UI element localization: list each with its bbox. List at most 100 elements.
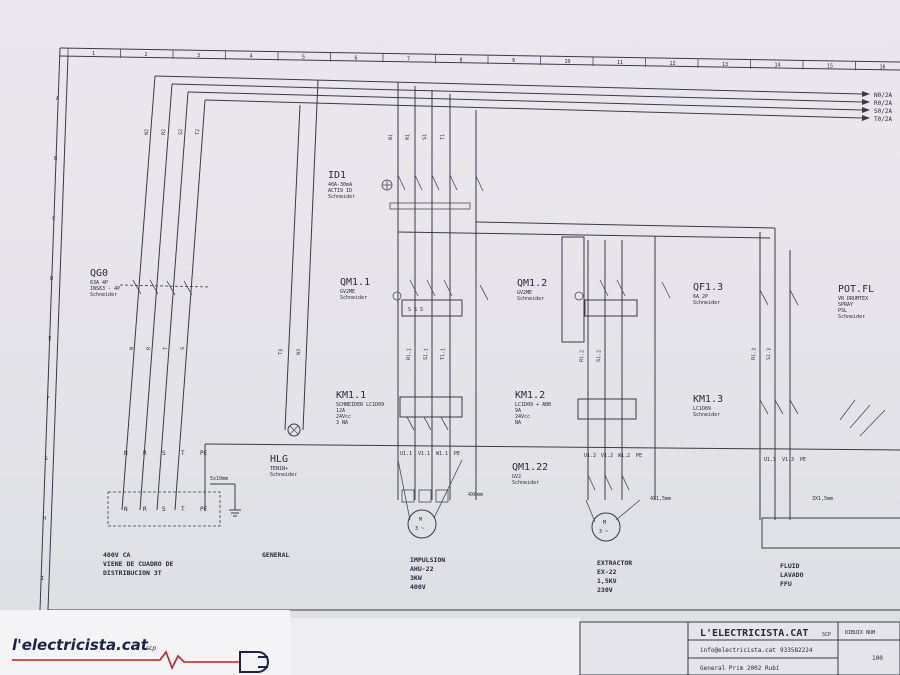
logo-card: l'electricista.cat scp [0, 610, 580, 675]
km11-spec: 24Vcc [336, 414, 351, 420]
column-number: 1 [92, 51, 95, 57]
terminal-label: W1.2 [618, 453, 630, 459]
pe-conductor: 5x10mm [204, 443, 900, 517]
wire-label: N3 [296, 349, 302, 355]
qf13-fluid-branch: QF1.3 6A 2P Schneider POT.FL VR DRUMTEX … [693, 228, 900, 549]
column-number: 12 [670, 61, 676, 67]
terminal-label: W1.1 [436, 451, 448, 457]
qf13-spec: 6A 2P [693, 294, 708, 300]
wire-label: T1.1 [440, 348, 446, 360]
wire-label: R2 [161, 129, 167, 135]
company-suffix: SCP [822, 632, 831, 638]
row-letter: B [54, 156, 57, 162]
wire-label: T2 [195, 129, 201, 135]
id1-spec: Schneider [328, 194, 355, 200]
column-number: 5 [302, 55, 305, 61]
km13-spec: Schneider [693, 412, 720, 418]
column-number: 13 [722, 62, 728, 68]
km12-spec: NA [515, 420, 521, 426]
logo-pulse-line [12, 650, 240, 670]
busbar-label: N0/2A [874, 92, 892, 99]
terminal-label: U1.3 [764, 457, 776, 463]
column-number: 3 [197, 53, 200, 59]
caption-impulsion: 400V [410, 583, 426, 591]
pot-spec: SPRAY [838, 302, 853, 308]
wire-label: R [146, 346, 152, 350]
qm12-spec: GV2ME [517, 290, 532, 296]
km12-spec: LC1D09 + ABB [515, 402, 551, 408]
caption-extractor: EX-22 [597, 568, 617, 576]
qm11-spec: Schneider [340, 295, 367, 301]
km11-spec: 3 NA [336, 420, 348, 426]
terminal-label: N [124, 450, 128, 457]
caption-general: GENERAL [262, 551, 289, 559]
terminal-label: PE [200, 450, 208, 457]
supply-terminal-box: N R S T PE [107, 491, 221, 527]
row-letter: I [41, 576, 44, 582]
hlg-lamp-branch: T3 N3 HLG TEN1N+ Schneider [270, 79, 319, 478]
terminal-label: T [181, 450, 185, 457]
hlg-spec: Schneider [270, 472, 297, 478]
busbar-label: R0/2A [874, 100, 892, 107]
qm12-tag: QM1.2 [517, 278, 547, 289]
busbar-label: S0/2A [874, 108, 892, 115]
logo-text: l'electricista.cat [12, 636, 149, 654]
qg0-tag: QG0 [90, 268, 108, 279]
km12-spec: 9A [515, 408, 521, 414]
motor-extractor: U1.2 V1.2 W1.2 PE M 3 ~ 4X1,5mm [584, 453, 671, 542]
terminal-label: N [124, 506, 128, 513]
column-number: 7 [407, 56, 410, 62]
cable-note: 4X1,5mm [650, 496, 671, 502]
qm122-breaker: QM1.22 GV2 Schneider [512, 462, 630, 491]
row-letter: C [52, 216, 55, 222]
terminal-row-top: N R S T PE [124, 450, 208, 457]
wire-label: S1.3 [766, 348, 772, 360]
wire-label: T1 [440, 134, 446, 140]
id1-differential: N1 R1 S1 T1 ID1 40A-30mA ACTI9 ID Schnei… [328, 82, 776, 500]
qg0-spec: Schneider [90, 292, 117, 298]
qm11-motor-breaker: S S S QM1.1 GV2ME Schneider R1.1 S1.1 T1… [340, 277, 489, 360]
captions: 400V CA VIENE DE CUADRO DE DISTRIBUCION … [103, 551, 804, 594]
plug-icon [239, 651, 269, 673]
pot-spec: VR DRUMTEX [838, 296, 868, 302]
qm122-spec: GV2 [512, 474, 521, 480]
column-number: 4 [250, 54, 253, 60]
km11-spec: 12A [336, 408, 345, 414]
terminal-label: PE [800, 457, 806, 463]
caption-impulsion: AHU-22 [410, 565, 434, 573]
wire-label: S1.2 [596, 350, 602, 362]
busbars: N0/2A R0/2A S0/2A T0/2A [154, 75, 892, 123]
terminal-label: V1.2 [601, 453, 613, 459]
motor-phase: 3 ~ [415, 526, 424, 532]
wire-label: R1.3 [751, 348, 757, 360]
wire-label: R1.1 [406, 348, 412, 360]
terminal-label: V1.3 [782, 457, 794, 463]
qm12-motor-breaker: QM1.2 GV2ME Schneider R1.2 S1.2 [517, 236, 671, 500]
column-number: 11 [617, 60, 623, 66]
terminal-label: R [143, 506, 147, 513]
terminal-label: PE [636, 453, 642, 459]
title-block: L'ELECTRICISTA.CAT SCP info@electricista… [579, 621, 900, 675]
motor-m: M [603, 520, 606, 526]
column-number: 14 [775, 63, 781, 69]
motor-phase: 3 ~ [599, 529, 608, 535]
km13-spec: LC1D09 [693, 406, 711, 412]
row-letter: H [43, 516, 46, 522]
motor-impulsion: U1.1 V1.1 W1.1 PE M 3 ~ 4X6mm [397, 451, 483, 539]
column-number: 16 [880, 65, 886, 71]
terminal-label: S [162, 450, 166, 457]
terminal-label: PE [200, 506, 208, 513]
company-email: info@electricista.cat [700, 647, 776, 654]
km11-spec: SCHNEIDER LC1D09 [336, 402, 384, 408]
caption-extractor: EXTRACTOR [597, 559, 632, 567]
terminal-label: PE [454, 451, 460, 457]
caption-fluid: FFU [780, 580, 792, 588]
row-letter: F [47, 396, 50, 402]
wire-label: R1.2 [579, 350, 585, 362]
pot-tag: POT.FL [838, 284, 874, 295]
hlg-spec: TEN1N+ [270, 466, 288, 472]
hlg-tag: HLG [270, 454, 288, 465]
column-number: 15 [827, 64, 833, 70]
qm122-tag: QM1.22 [512, 462, 548, 473]
